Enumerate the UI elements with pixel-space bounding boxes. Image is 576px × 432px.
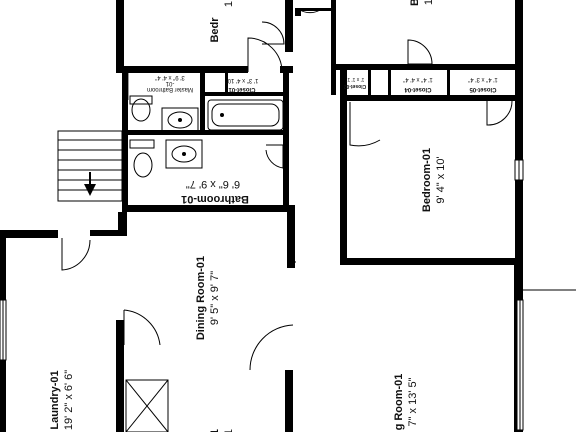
room-laundry-01-name: Laundry-01 bbox=[49, 370, 61, 429]
windows bbox=[0, 159, 576, 431]
room-partial-name: 1 bbox=[209, 429, 221, 432]
room-bathroom-01-name: Bathroom-01 bbox=[181, 193, 249, 205]
closet-01-dim: 1' 3" x 4' 10" bbox=[226, 77, 259, 83]
closet-02-name: Closet-02 bbox=[344, 83, 367, 89]
closet-04-name: Closet-04 bbox=[404, 86, 432, 92]
closet-01-name: Closet-01 bbox=[228, 86, 256, 92]
closet-02-dim: 1' x 1' 1" bbox=[345, 76, 364, 82]
room-living-01-dim: 7" x 13' 5" bbox=[407, 377, 419, 426]
room-bedroom-top-right-dim: 1 bbox=[423, 0, 435, 5]
walls bbox=[0, 0, 523, 432]
room-master-bath-name2: -01 bbox=[165, 80, 174, 86]
stairs bbox=[57, 130, 123, 202]
room-living-01-name: g Room-01 bbox=[393, 374, 405, 431]
room-dining-01-name: Dining Room-01 bbox=[195, 256, 207, 340]
doors bbox=[61, 9, 513, 371]
room-master-bath-dim: 3' 9" x 4' 4" bbox=[155, 74, 185, 80]
fixtures bbox=[125, 95, 284, 432]
closet-05-dim: 1' 4" x 3' 4" bbox=[468, 76, 498, 82]
closet-labels: Closet-01 1' 3" x 4' 10" Closet-02 1' x … bbox=[226, 76, 498, 92]
room-bedroom-top-left-dim: 1 bbox=[223, 1, 235, 7]
room-bedroom-top-left-name: Bedr bbox=[209, 17, 221, 43]
closet-04-dim: 1' 4" x 4' 4" bbox=[403, 76, 433, 82]
room-dining-01-dim: 9' 5" x 9' 7" bbox=[209, 271, 221, 325]
room-bathroom-01-dim: 6' 6" x 9' 7" bbox=[186, 178, 240, 190]
room-bedroom-top-right-name: B bbox=[409, 0, 421, 6]
room-master-bath-name: Master Bathroom bbox=[147, 86, 193, 92]
room-labels: Bedr 1 B 1 Bedroom-01 9' 4" x 10' Dining… bbox=[49, 0, 447, 432]
room-partial-dim: 1 bbox=[223, 429, 235, 432]
room-bedroom-01-name: Bedroom-01 bbox=[421, 148, 433, 212]
closet-05-name: Closet-05 bbox=[469, 86, 497, 92]
room-laundry-01-dim: 19' 2" x 6' 6" bbox=[63, 370, 75, 430]
room-bedroom-01-dim: 9' 4" x 10' bbox=[435, 156, 447, 203]
